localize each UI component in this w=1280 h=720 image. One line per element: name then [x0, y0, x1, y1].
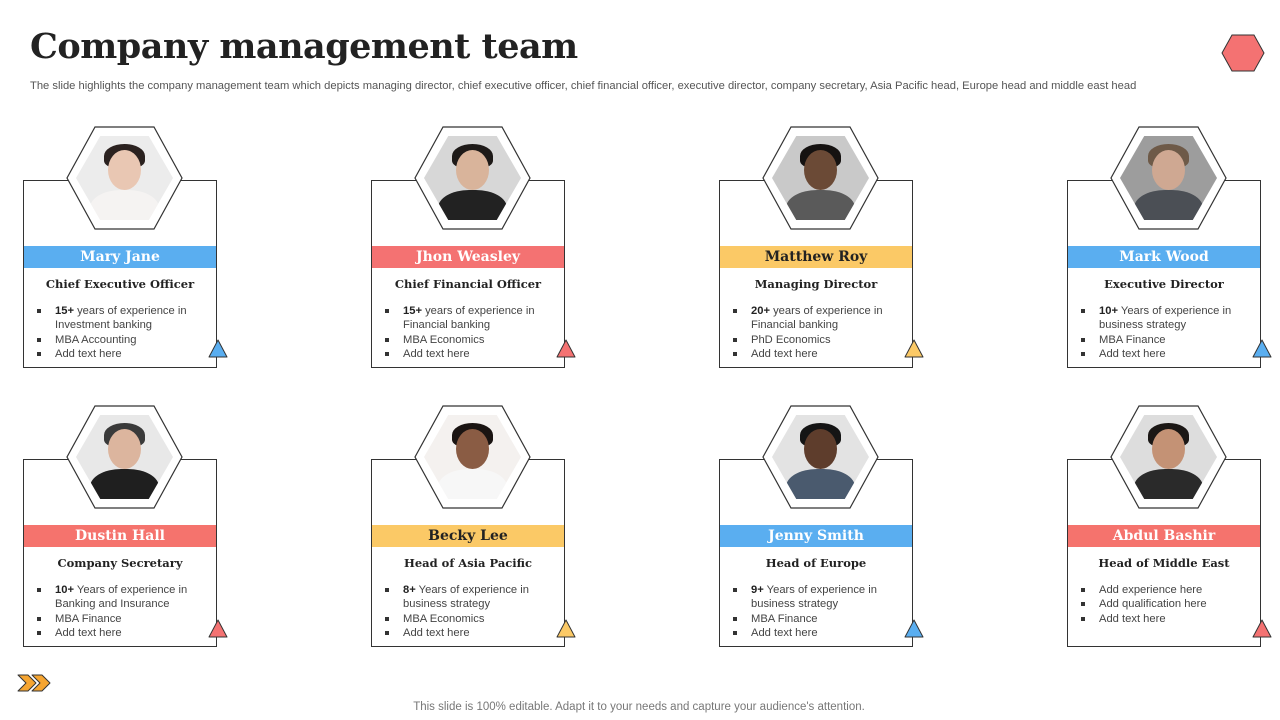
member-name: Jhon Weasley	[372, 246, 564, 268]
detail-item: MBA Economics	[384, 612, 560, 626]
member-details: 15+ years of experience in Financial ban…	[384, 304, 560, 361]
member-details: 15+ years of experience in Investment ba…	[36, 304, 212, 361]
triangle-icon	[1252, 619, 1272, 638]
member-name: Matthew Roy	[720, 246, 912, 268]
triangle-icon	[556, 339, 576, 358]
member-role: Managing Director	[754, 277, 878, 291]
member-name: Mark Wood	[1068, 246, 1260, 268]
member-role: Head of Asia Pacific	[403, 556, 533, 570]
member-role: Company Secretary	[57, 556, 183, 570]
detail-item: Add text here	[36, 347, 212, 361]
page-title: Company management team	[30, 26, 578, 67]
member-photo-frame	[1110, 126, 1227, 230]
detail-item: MBA Economics	[384, 333, 560, 347]
member-photo-frame	[414, 405, 531, 509]
detail-item: 15+ years of experience in Investment ba…	[36, 304, 212, 333]
member-photo-frame	[66, 126, 183, 230]
detail-item: Add text here	[1080, 347, 1256, 361]
member-name: Dustin Hall	[24, 525, 216, 547]
detail-item: Add text here	[384, 626, 560, 640]
triangle-icon	[208, 619, 228, 638]
detail-item: 9+ Years of experience in business strat…	[732, 583, 908, 612]
detail-item: MBA Finance	[1080, 333, 1256, 347]
detail-item: Add text here	[732, 347, 908, 361]
team-card-jenny-smith: Jenny Smith Head of Europe 9+ Years of e…	[719, 459, 913, 647]
detail-item: MBA Finance	[36, 612, 212, 626]
detail-item: Add experience here	[1080, 583, 1256, 597]
avatar	[772, 415, 869, 499]
member-photo-frame	[66, 405, 183, 509]
detail-item: PhD Economics	[732, 333, 908, 347]
hexagon-icon	[1221, 34, 1265, 72]
detail-item: 10+ Years of experience in business stra…	[1080, 304, 1256, 333]
double-chevron-right-icon	[17, 674, 51, 692]
member-photo-frame	[762, 405, 879, 509]
detail-item: Add text here	[36, 626, 212, 640]
member-name: Mary Jane	[24, 246, 216, 268]
member-photo-frame	[1110, 405, 1227, 509]
detail-item: MBA Accounting	[36, 333, 212, 347]
member-details: 9+ Years of experience in business strat…	[732, 583, 908, 640]
member-details: Add experience here Add qualification he…	[1080, 583, 1256, 626]
member-role: Head of Middle East	[1098, 556, 1230, 570]
triangle-icon	[1252, 339, 1272, 358]
detail-item: Add text here	[732, 626, 908, 640]
member-details: 20+ years of experience in Financial ban…	[732, 304, 908, 361]
detail-item: 15+ years of experience in Financial ban…	[384, 304, 560, 333]
member-details: 10+ Years of experience in business stra…	[1080, 304, 1256, 361]
member-details: 10+ Years of experience in Banking and I…	[36, 583, 212, 640]
detail-item: 20+ years of experience in Financial ban…	[732, 304, 908, 333]
member-name: Jenny Smith	[720, 525, 912, 547]
triangle-icon	[904, 339, 924, 358]
avatar	[76, 415, 173, 499]
member-role: Head of Europe	[765, 556, 867, 570]
page-subtitle: The slide highlights the company managem…	[30, 80, 1137, 92]
member-name: Abdul Bashir	[1068, 525, 1260, 547]
team-card-matthew-roy: Matthew Roy Managing Director 20+ years …	[719, 180, 913, 368]
detail-item: MBA Finance	[732, 612, 908, 626]
detail-item: Add qualification here	[1080, 597, 1256, 611]
member-role: Executive Director	[1104, 277, 1224, 291]
member-role: Chief Financial Officer	[394, 277, 542, 291]
footer-note: This slide is 100% editable. Adapt it to…	[413, 701, 865, 713]
member-role: Chief Executive Officer	[45, 277, 195, 291]
triangle-icon	[904, 619, 924, 638]
member-photo-frame	[414, 126, 531, 230]
avatar	[772, 136, 869, 220]
detail-item: Add text here	[384, 347, 560, 361]
detail-item: 8+ Years of experience in business strat…	[384, 583, 560, 612]
member-name: Becky Lee	[372, 525, 564, 547]
triangle-icon	[208, 339, 228, 358]
triangle-icon	[556, 619, 576, 638]
member-photo-frame	[762, 126, 879, 230]
detail-item: Add text here	[1080, 612, 1256, 626]
detail-item: 10+ Years of experience in Banking and I…	[36, 583, 212, 612]
member-details: 8+ Years of experience in business strat…	[384, 583, 560, 640]
